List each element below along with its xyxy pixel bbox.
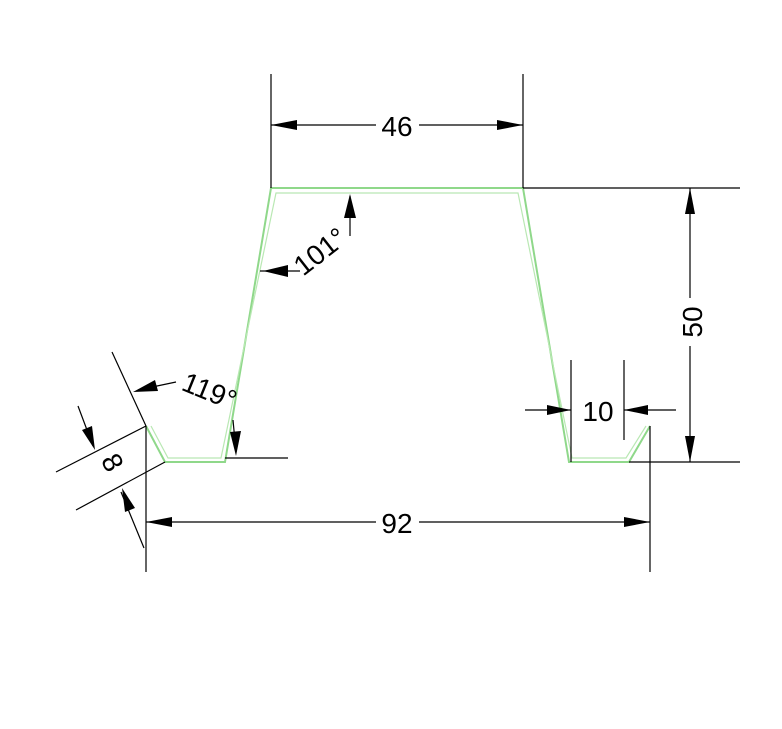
- profile-inner-edge: [150, 192, 647, 459]
- extension-line: [111, 351, 147, 427]
- arrowhead: [122, 488, 135, 512]
- arrowhead: [497, 120, 523, 130]
- dimension-label-top-width: 46: [381, 111, 412, 142]
- angle-upper: 101°: [260, 194, 356, 282]
- sheet-profile: [145, 187, 651, 463]
- angle-label-upper: 101°: [288, 221, 353, 281]
- dimension-label-lip-height: 8: [95, 448, 130, 476]
- arrowhead: [685, 436, 695, 462]
- angle-lower: 119°: [111, 351, 288, 459]
- arrowhead: [685, 188, 695, 214]
- arrowhead: [146, 517, 172, 527]
- dimension-total-width: 92: [145, 426, 651, 572]
- arrowhead: [82, 426, 95, 450]
- arrowhead: [263, 265, 288, 277]
- angle-label-lower: 119°: [178, 366, 241, 416]
- arrowhead: [547, 405, 571, 415]
- arrowhead: [344, 194, 356, 218]
- arrowhead: [624, 405, 648, 415]
- extension-line-upper: [55, 425, 147, 473]
- extension-line-lower: [75, 461, 166, 511]
- dimension-lip-height: 8: [55, 405, 166, 549]
- dimension-height: 50: [523, 187, 740, 463]
- dimension-label-lip-width: 10: [582, 396, 613, 427]
- dimension-lip-width: 10: [525, 360, 676, 462]
- arrowhead: [133, 380, 158, 392]
- arrowhead: [271, 120, 297, 130]
- arrowhead: [230, 431, 241, 456]
- dimension-label-total-width: 92: [381, 508, 412, 539]
- dimension-top-width: 46: [270, 74, 524, 188]
- arrowhead: [624, 517, 650, 527]
- profile-outer-edge: [145, 187, 651, 463]
- dimension-label-height: 50: [677, 306, 708, 337]
